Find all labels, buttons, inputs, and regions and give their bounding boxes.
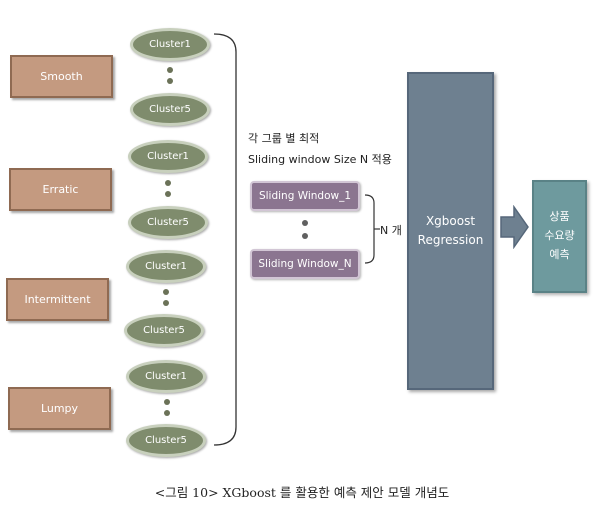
ellipsis-dot (302, 220, 308, 226)
cluster-node: Cluster1 (126, 360, 206, 393)
n-count-label: N 개 (380, 224, 402, 237)
cluster-node: Cluster1 (128, 140, 208, 173)
model-line1: Xgboost (425, 213, 476, 228)
category-label: Erratic (42, 183, 79, 196)
ellipsis-dot (164, 399, 170, 405)
cluster-label: Cluster5 (145, 435, 187, 446)
ellipsis-dot (163, 289, 169, 295)
sliding-window-first: Sliding Window_1 (250, 181, 360, 211)
sliding-window-label: Sliding Window_N (258, 258, 352, 270)
xgboost-regression-box: Xgboost Regression (407, 72, 494, 390)
cluster-node: Cluster1 (130, 28, 210, 61)
ellipsis-dot (167, 78, 173, 84)
ellipsis-dot (163, 300, 169, 306)
cluster-node: Cluster5 (128, 206, 208, 239)
cluster-node: Cluster5 (126, 424, 206, 457)
cluster-label: Cluster5 (143, 325, 185, 336)
optimal-label-line1: 각 그룹 별 최적 (248, 132, 320, 145)
ellipsis-dot (167, 67, 173, 73)
cluster-bracket (213, 33, 237, 446)
ellipsis-dot (164, 410, 170, 416)
window-bracket (364, 194, 380, 264)
cluster-label: Cluster5 (149, 104, 191, 115)
output-line1: 상품 (549, 210, 570, 224)
cluster-node: Cluster5 (124, 314, 204, 347)
figure-caption: <그림 10> XGboost 를 활용한 예측 제안 모델 개념도 (154, 485, 450, 500)
cluster-label: Cluster5 (147, 217, 189, 228)
sliding-window-label: Sliding Window_1 (258, 190, 352, 202)
output-line3: 예측 (549, 247, 570, 261)
output-line2: 수요량 (544, 229, 575, 243)
category-intermittent: Intermittent (6, 278, 109, 321)
model-line2: Regression (417, 233, 484, 247)
ellipsis-dot (302, 233, 308, 239)
category-label: Lumpy (40, 402, 79, 415)
cluster-node: Cluster5 (130, 93, 210, 126)
ellipsis-dot (165, 180, 171, 186)
cluster-label: Cluster1 (149, 39, 191, 50)
cluster-node: Cluster1 (126, 250, 206, 283)
optimal-label-line2: Sliding window Size N 적용 (248, 153, 392, 166)
sliding-window-last: Sliding Window_N (250, 249, 360, 279)
category-erratic: Erratic (9, 168, 112, 211)
right-arrow-icon (500, 205, 529, 249)
category-label: Smooth (40, 70, 83, 83)
ellipsis-dot (165, 191, 171, 197)
category-label: Intermittent (24, 293, 91, 306)
cluster-label: Cluster1 (145, 261, 187, 272)
category-smooth: Smooth (10, 55, 113, 98)
cluster-label: Cluster1 (147, 151, 189, 162)
category-lumpy: Lumpy (8, 387, 111, 430)
cluster-label: Cluster1 (145, 371, 187, 382)
demand-forecast-box: 상품 수요량 예측 (532, 180, 587, 293)
